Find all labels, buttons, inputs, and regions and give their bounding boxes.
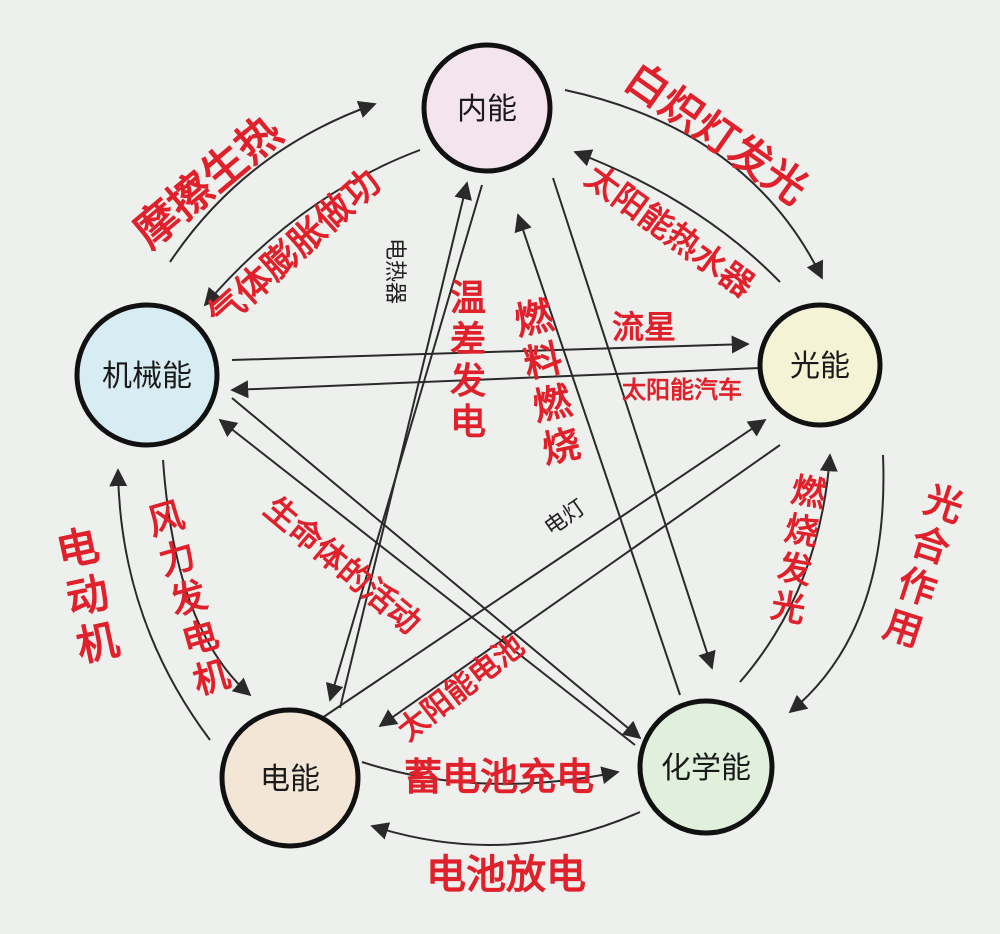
arrow-mech-chem	[231, 397, 642, 740]
label-generator: 风力发电机	[143, 494, 235, 703]
arrow-solar-heater	[573, 149, 781, 283]
arrow-friction	[169, 100, 377, 263]
svg-text:温差发电: 温差发电	[450, 277, 486, 443]
arrow-electric-heater	[339, 181, 472, 709]
arrow-generator	[162, 459, 252, 697]
svg-text:内能: 内能	[457, 92, 517, 127]
arrow-solar-car	[230, 367, 761, 399]
label-photosynthesis: 光合作用	[878, 476, 969, 655]
svg-text:电动机: 电动机	[52, 520, 123, 671]
svg-text:电能: 电能	[260, 762, 320, 797]
svg-text:化学能: 化学能	[661, 751, 751, 786]
label-life-activity: 生命体的活动	[257, 489, 429, 642]
svg-text:燃烧发光: 燃烧发光	[768, 470, 830, 631]
svg-text:光能: 光能	[790, 349, 850, 384]
node-internal-energy: 内能	[421, 42, 553, 174]
label-solar-cell: 太阳能电池	[391, 628, 531, 748]
svg-text:机械能: 机械能	[102, 359, 192, 394]
arrow-battery-charge	[361, 761, 620, 785]
label-electric-heater: 电热器	[382, 238, 407, 304]
arrow-solar-cell	[378, 444, 781, 728]
label-thermo-electric: 温差发电	[450, 277, 486, 443]
label-burning-light: 燃烧发光	[768, 470, 830, 631]
arrow-incandescent	[564, 89, 823, 280]
label-solar-car: 太阳能汽车	[622, 375, 742, 404]
svg-text:光合作用: 光合作用	[878, 476, 969, 655]
arrow-life-activity	[218, 418, 636, 746]
label-friction: 摩擦生热	[124, 106, 292, 258]
svg-text:燃料燃烧: 燃料燃烧	[511, 292, 586, 472]
arrow-gas-expansion	[203, 149, 421, 307]
label-meteor: 流星	[612, 308, 676, 346]
arrow-photosynthesis	[788, 454, 885, 714]
arrow-battery-discharge	[370, 811, 641, 846]
node-electric-energy: 电能	[219, 707, 361, 849]
arrow-chem-internal-2	[552, 177, 716, 670]
label-fuel-burning: 燃料燃烧	[511, 292, 586, 472]
arrow-thermo-electric	[325, 184, 483, 702]
label-battery-charge: 蓄电池充电	[404, 754, 594, 799]
label-battery-discharge: 电池放电	[426, 851, 586, 898]
node-light-energy: 光能	[757, 302, 883, 428]
label-motor: 电动机	[52, 520, 123, 671]
node-chemical-energy: 化学能	[637, 698, 775, 836]
arrow-electric-lamp	[321, 418, 767, 719]
label-electric-lamp: 电灯	[540, 495, 590, 541]
arrow-meteor	[231, 335, 750, 361]
svg-text:风力发电机: 风力发电机	[143, 494, 235, 703]
node-mechanical-energy: 机械能	[74, 302, 220, 448]
label-solar-heater: 太阳能热水器	[578, 157, 762, 306]
arrow-motor	[109, 468, 211, 741]
arrow-fuel-burning	[514, 213, 681, 696]
arrow-burning-light	[739, 453, 838, 683]
